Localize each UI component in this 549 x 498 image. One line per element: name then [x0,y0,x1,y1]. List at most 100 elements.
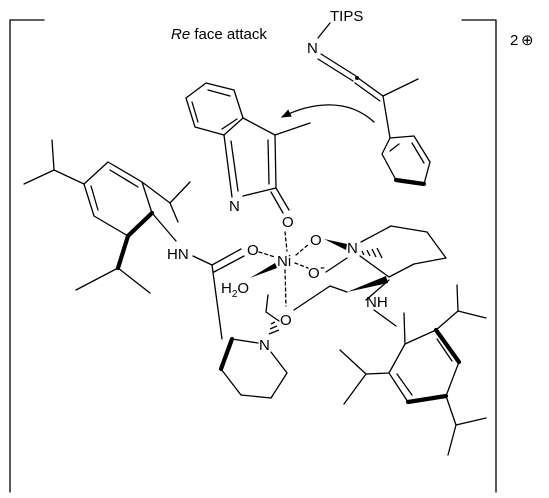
bottom-hash-1 [270,321,276,325]
right-bracket [461,19,497,493]
right-aryl-ring [388,329,460,403]
aryl-bond [382,95,391,139]
c2-o-bond-2 [270,191,284,214]
right-nh-label: NH [366,294,388,311]
ripr2-me1 [339,349,367,375]
nh-amide-c [192,255,213,266]
ipr2-me2 [169,202,179,223]
right-nh-aryl [373,309,397,327]
ipr1-me1 [23,169,55,185]
allene-dot [355,76,359,80]
rpip-hash-2 [366,249,371,257]
lpip-n-c2 [231,338,259,344]
lpip-bold [218,336,235,372]
h2o-h: H [221,280,232,297]
phenyl-bold-edge [393,177,427,187]
amide-co-1 [211,248,242,266]
rpip-hash-4 [376,247,383,259]
right-aryl-bold-2 [405,393,449,405]
rpip-c3-c4 [413,257,447,265]
right-amide-c-double [329,285,348,293]
amide-c-ring [211,264,223,340]
c3-c2 [274,134,277,189]
ipr1-me2 [51,139,55,171]
left-aryl-bold [125,210,155,239]
ripr1-me2 [456,284,459,312]
bottom-hash-3 [268,329,280,335]
linker-1 [265,294,269,313]
c3-methyl [274,122,311,136]
ipr2-stem [141,181,171,204]
linker-3 [293,285,331,311]
left-amide-o-label: O [247,242,259,259]
c3-c2-inner [267,139,270,185]
right-aryl-inner-2 [396,373,413,396]
methyl-bond [382,78,419,97]
amide-co-2 [213,255,245,273]
ripr3-stem [445,395,457,426]
coord-ni-otop [295,243,310,256]
ipr1-stem [53,169,85,185]
face-attack-label: Re face attack [171,26,267,43]
ipr2-me1 [169,181,191,204]
h2o-subscript: 2 [232,289,238,300]
benzo-inner-1 [207,89,231,97]
rpip-c4-c5 [388,263,415,278]
c3a-c3 [242,117,276,136]
ripr1-stem [435,310,459,331]
minus-sign: - [320,259,325,276]
tips-label: TIPS [330,8,363,25]
coord-carbonyl-ni [284,231,288,252]
ipr3-stem [115,233,131,271]
lpip-c5-c6 [270,372,288,399]
imine-n-label: N [307,40,318,57]
c-c-double-2 [354,82,381,102]
coord-amide-ni [258,251,276,258]
rpip-n-c1 [360,225,392,243]
ripr3-me1 [455,417,487,426]
phenyl-inner-2 [389,143,400,152]
top-no-wedge [324,239,347,250]
h2o-label: H2O [221,280,249,300]
right-aryl-inner-1 [436,338,453,362]
ripr2-stem [365,372,390,375]
ripr1-me1 [457,310,487,319]
face-attack-text: face attack [190,26,267,43]
n-c-bond [320,53,357,77]
right-amide-wedge [347,276,388,292]
ni-label: Ni [277,253,291,270]
left-ring-n-label: N [259,337,270,354]
left-aryl-inner-2 [90,185,99,211]
carbonyl-o-label: O [282,214,294,231]
lpip-c3-c4 [220,368,242,396]
left-bracket [9,19,45,493]
h2o-wedge [250,263,277,278]
indolenine-n-label: N [229,198,240,215]
right-aryl-methyl [403,312,406,345]
face-attack-italic: Re [171,26,190,43]
rpip-hash-1 [361,250,365,256]
phenyl-inner-1 [411,142,425,164]
c2-o-bond [275,187,290,211]
right-amide-c-nh [365,279,390,301]
rpip-c2-c3 [426,231,447,259]
n1-c7a [223,134,233,198]
ripr2-me2 [343,373,367,405]
rpip-c5-n [359,255,390,278]
charge-symbol: ⊕ [521,32,534,49]
ipr3-me1 [75,267,119,291]
ipr3-me2 [117,267,151,294]
top-o-label: O [310,232,322,249]
c-c-double-1 [357,77,384,97]
left-hn-label: HN [167,246,189,263]
ominus-c [325,257,348,273]
attack-arrow [281,104,375,123]
bottom-o-label: O [280,312,292,329]
n-c-bond-2 [317,58,354,82]
minus-o-label: O [308,265,320,282]
right-ring-n-label: N [347,240,358,257]
charge-number: 2 [510,32,518,49]
rpip-c1-c2 [390,225,428,233]
